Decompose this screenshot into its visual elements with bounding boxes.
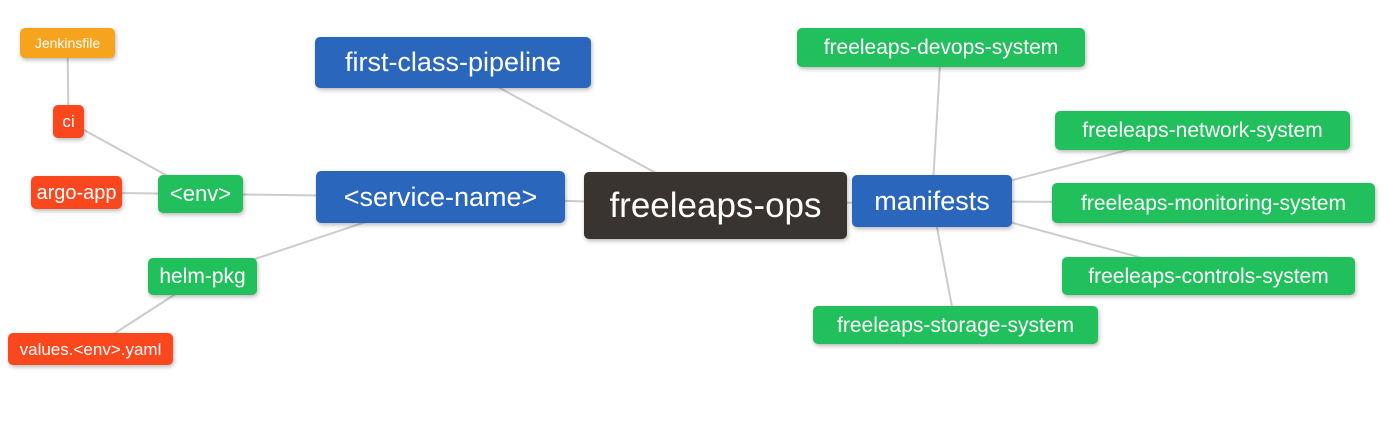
node-label: freeleaps-controls-system — [1088, 264, 1329, 288]
node-argo-app[interactable]: argo-app — [31, 176, 122, 209]
node-controls-system[interactable]: freeleaps-controls-system — [1062, 257, 1355, 295]
node-label: values.<env>.yaml — [19, 339, 162, 359]
node-label: freeleaps-ops — [609, 186, 822, 225]
node-devops-system[interactable]: freeleaps-devops-system — [797, 28, 1085, 67]
node-service-name[interactable]: <service-name> — [316, 171, 565, 223]
node-label: argo-app — [36, 181, 117, 204]
node-label: manifests — [874, 185, 990, 216]
node-first-class-pipeline[interactable]: first-class-pipeline — [315, 37, 591, 88]
node-helm-pkg[interactable]: helm-pkg — [148, 258, 257, 295]
node-freeleaps-ops[interactable]: freeleaps-ops — [584, 172, 847, 239]
node-network-system[interactable]: freeleaps-network-system — [1055, 111, 1350, 150]
node-label: freeleaps-devops-system — [823, 36, 1059, 59]
node-label: <service-name> — [343, 181, 538, 212]
node-label: freeleaps-monitoring-system — [1081, 191, 1346, 215]
node-label: first-class-pipeline — [344, 47, 562, 77]
node-jenkinsfile[interactable]: Jenkinsfile — [20, 28, 115, 58]
node-label: freeleaps-storage-system — [837, 313, 1074, 337]
node-env[interactable]: <env> — [158, 175, 243, 213]
node-label: <env> — [169, 181, 232, 206]
node-manifests[interactable]: manifests — [852, 175, 1012, 227]
node-values-env-yaml[interactable]: values.<env>.yaml — [8, 333, 173, 365]
node-label: ci — [62, 112, 75, 131]
node-storage-system[interactable]: freeleaps-storage-system — [813, 306, 1098, 344]
node-monitoring-system[interactable]: freeleaps-monitoring-system — [1052, 183, 1375, 223]
node-label: freeleaps-network-system — [1082, 119, 1323, 142]
node-ci[interactable]: ci — [53, 105, 84, 138]
node-label: Jenkinsfile — [34, 35, 101, 51]
node-label: helm-pkg — [159, 265, 246, 288]
